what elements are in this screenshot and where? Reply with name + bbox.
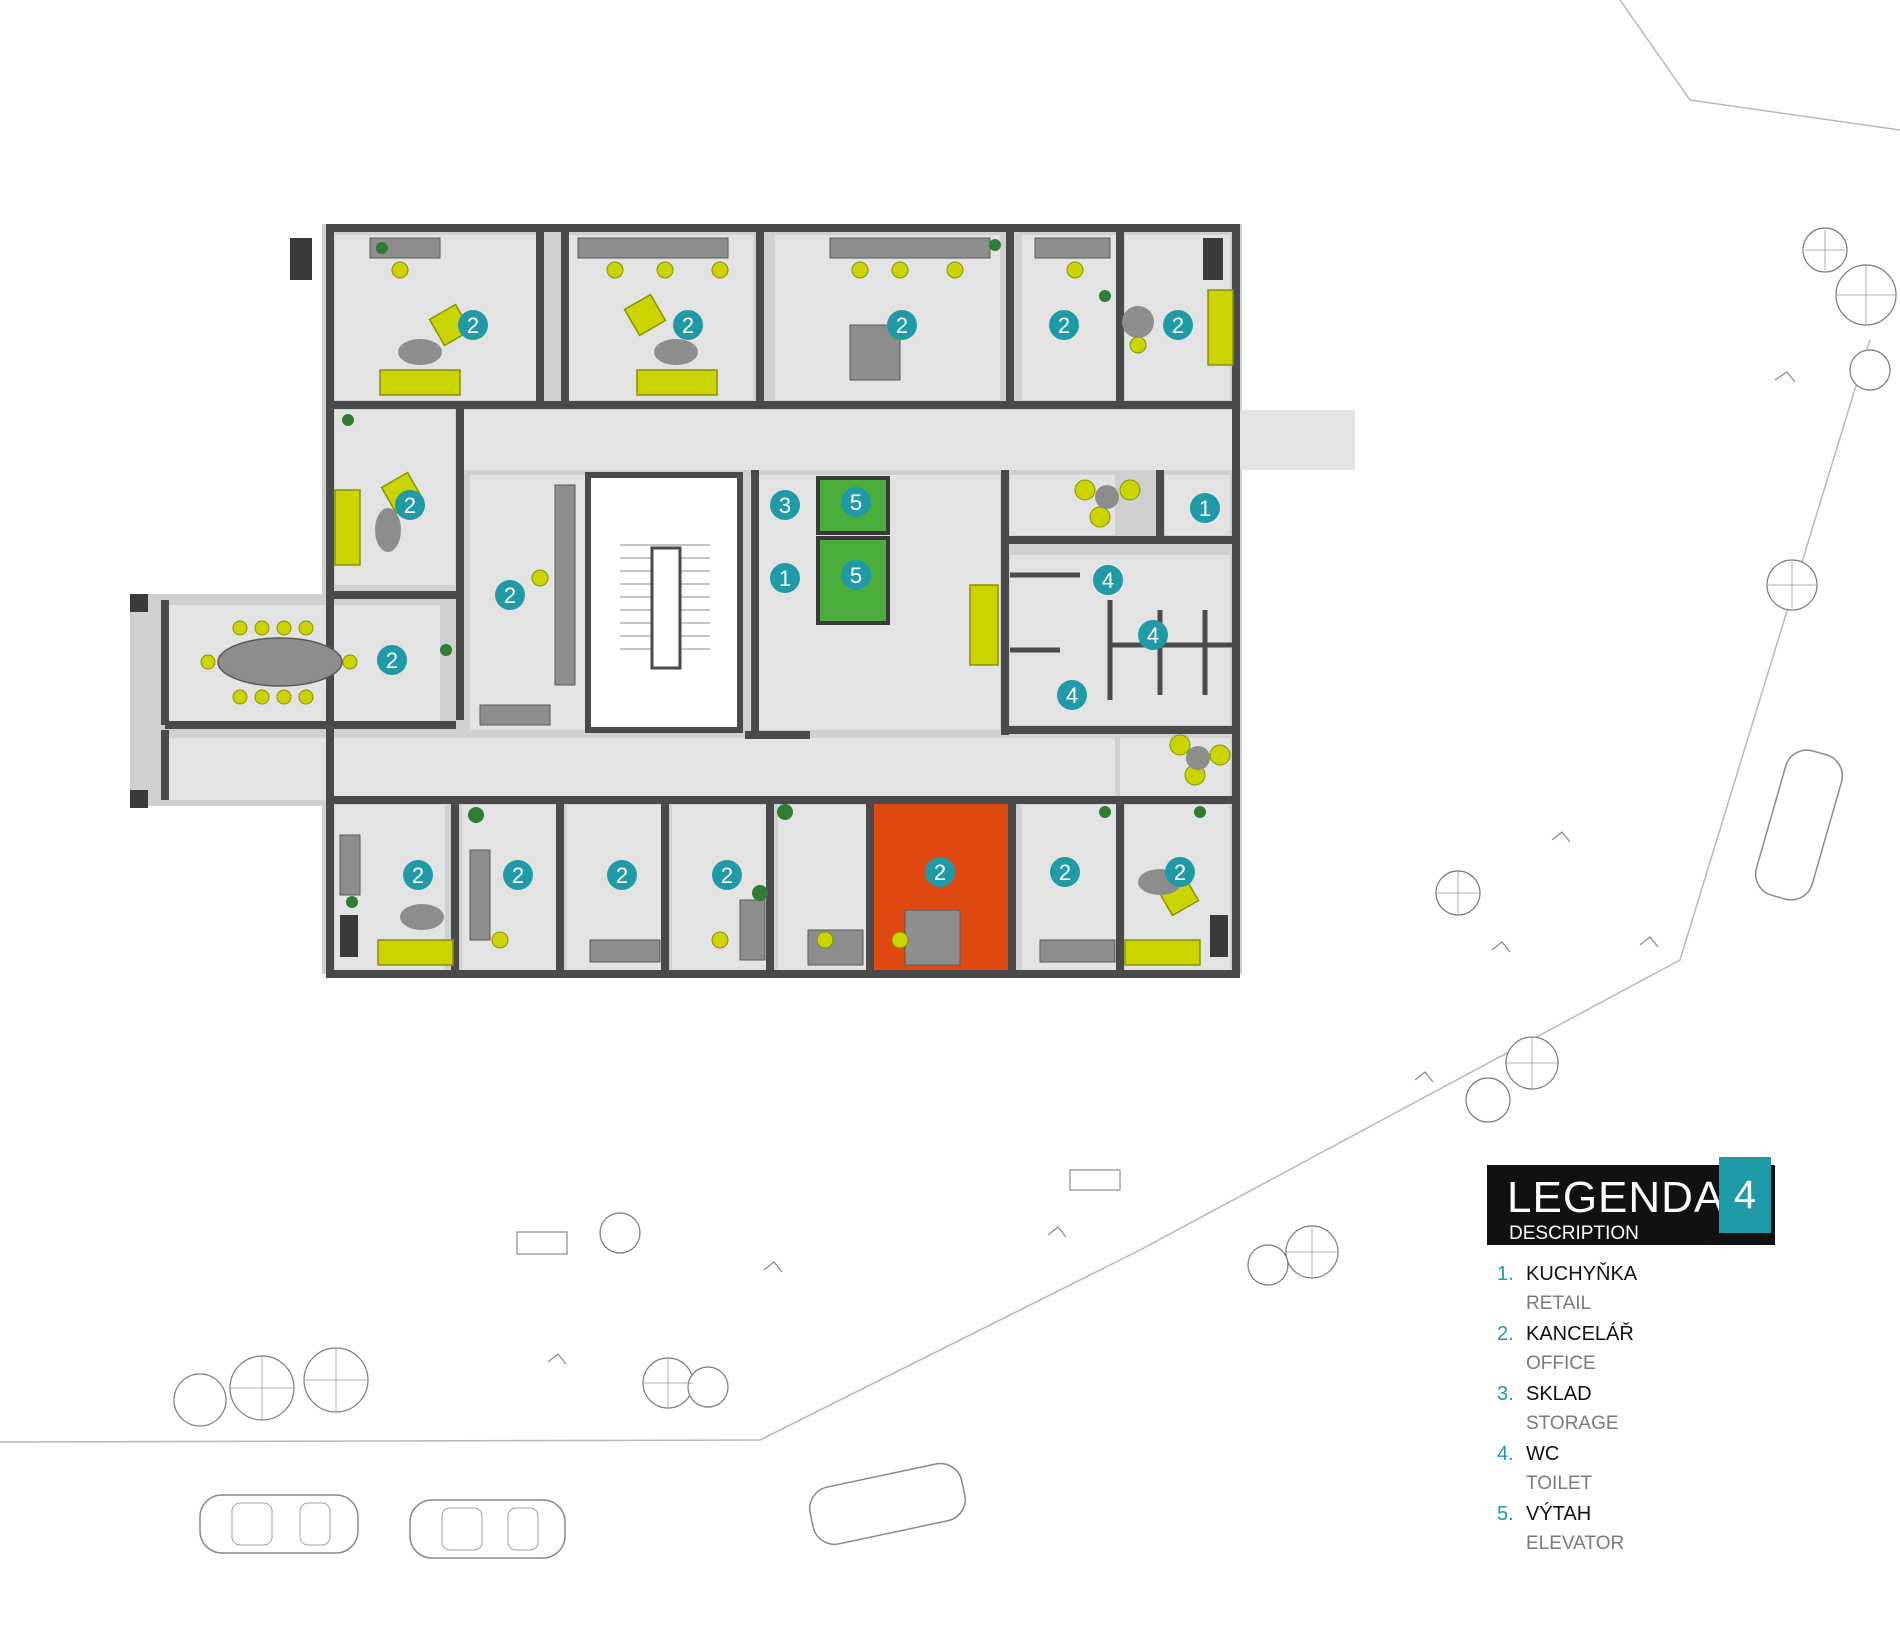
- svg-text:2: 2: [1174, 860, 1186, 885]
- legend-item-number: 4.: [1497, 1443, 1514, 1465]
- svg-text:2: 2: [1059, 860, 1071, 885]
- legend-item-label: WC: [1526, 1443, 1560, 1465]
- marker-2: 2: [1049, 310, 1079, 340]
- marker-2: 2: [607, 860, 637, 890]
- legend-item-number: 1.: [1497, 1263, 1514, 1285]
- legend-item-number: 2.: [1497, 1323, 1514, 1345]
- marker-4: 4: [1057, 680, 1087, 710]
- legend-item-label: VÝTAH: [1526, 1503, 1592, 1525]
- marker-2: 2: [1163, 310, 1193, 340]
- marker-2: 2: [1050, 857, 1080, 887]
- marker-2: 2: [503, 860, 533, 890]
- legend-subtitle: DESCRIPTION: [1509, 1223, 1639, 1244]
- svg-text:1: 1: [779, 566, 791, 591]
- svg-text:4: 4: [1066, 683, 1078, 708]
- plants: [342, 239, 1206, 908]
- legend-item-label: KUCHYŇKA: [1526, 1263, 1638, 1285]
- marker-5: 5: [841, 560, 871, 590]
- floor-number: 4: [1719, 1157, 1771, 1233]
- marker-1: 1: [1190, 493, 1220, 523]
- legend-item-translation: TOILET: [1526, 1473, 1593, 1494]
- svg-text:2: 2: [682, 313, 694, 338]
- marker-3: 3: [770, 490, 800, 520]
- legend-item: 5. VÝTAH ELEVATOR: [1487, 1503, 1777, 1563]
- svg-text:2: 2: [386, 648, 398, 673]
- legend-item-number: 3.: [1497, 1383, 1514, 1405]
- tables-round: [375, 306, 1210, 930]
- svg-text:5: 5: [850, 490, 862, 515]
- svg-text:2: 2: [616, 863, 628, 888]
- car-windows: [231, 1502, 539, 1551]
- marker-2: 2: [712, 860, 742, 890]
- svg-text:2: 2: [896, 313, 908, 338]
- legend-item: 1. KUCHYŇKA RETAIL: [1487, 1263, 1777, 1323]
- marker-2: 2: [1165, 857, 1195, 887]
- marker-2: 2: [458, 310, 488, 340]
- sofas: [334, 289, 1234, 966]
- marker-2: 2: [673, 310, 703, 340]
- legend-item-translation: ELEVATOR: [1526, 1533, 1625, 1554]
- benches: [516, 1169, 1121, 1255]
- svg-text:2: 2: [1172, 313, 1184, 338]
- svg-text:4: 4: [1102, 568, 1114, 593]
- legend-item-translation: RETAIL: [1526, 1293, 1592, 1314]
- conference-table: [200, 620, 358, 705]
- marker-1: 1: [770, 563, 800, 593]
- svg-text:2: 2: [404, 493, 416, 518]
- marker-2: 2: [403, 860, 433, 890]
- marker-2: 2: [377, 645, 407, 675]
- cars: [199, 749, 1844, 1559]
- legend-item: 3. SKLAD STORAGE: [1487, 1383, 1777, 1443]
- chairs: [391, 261, 1231, 949]
- legend-item: 2. KANCELÁŘ OFFICE: [1487, 1323, 1777, 1383]
- marker-5: 5: [841, 487, 871, 517]
- marker-2: 2: [495, 580, 525, 610]
- svg-text:2: 2: [1058, 313, 1070, 338]
- legend: LEGENDA DESCRIPTION 4 1. KUCHYŇKA RETAIL…: [1487, 1157, 1777, 1563]
- site-boundary-lines: [0, 0, 1900, 1443]
- legend-item-translation: OFFICE: [1526, 1353, 1596, 1374]
- marker-2: 2: [887, 310, 917, 340]
- building: [130, 224, 1355, 978]
- svg-text:2: 2: [721, 863, 733, 888]
- room-markers: 2 2 2 2 2 2 2 2 2 1 3 5 5 1 4 4 4 2 2 2 …: [377, 310, 1220, 890]
- legend-title: LEGENDA: [1507, 1173, 1725, 1222]
- svg-text:2: 2: [934, 860, 946, 885]
- svg-text:3: 3: [779, 493, 791, 518]
- legend-header: LEGENDA DESCRIPTION 4: [1487, 1157, 1775, 1245]
- desks: [339, 237, 1116, 966]
- svg-text:5: 5: [850, 563, 862, 588]
- stairwell: [585, 472, 743, 733]
- marker-2: 2: [395, 490, 425, 520]
- svg-text:2: 2: [504, 583, 516, 608]
- pedestrians: [547, 371, 1796, 1365]
- legend-item-translation: STORAGE: [1526, 1413, 1619, 1434]
- tree-details: [230, 230, 1896, 1420]
- legend-list: 1. KUCHYŇKA RETAIL 2. KANCELÁŘ OFFICE 3.…: [1487, 1263, 1777, 1563]
- legend-item-label: SKLAD: [1526, 1383, 1592, 1405]
- legend-item-label: KANCELÁŘ: [1526, 1323, 1634, 1345]
- marker-4: 4: [1138, 620, 1168, 650]
- elevator-upper: [816, 476, 890, 535]
- svg-text:1: 1: [1199, 496, 1211, 521]
- svg-text:2: 2: [412, 863, 424, 888]
- svg-text:4: 4: [1147, 623, 1159, 648]
- svg-text:2: 2: [512, 863, 524, 888]
- legend-item-number: 5.: [1497, 1503, 1514, 1525]
- legend-item: 4. WC TOILET: [1487, 1443, 1777, 1503]
- svg-text:2: 2: [467, 313, 479, 338]
- marker-4: 4: [1093, 565, 1123, 595]
- marker-2: 2: [925, 857, 955, 887]
